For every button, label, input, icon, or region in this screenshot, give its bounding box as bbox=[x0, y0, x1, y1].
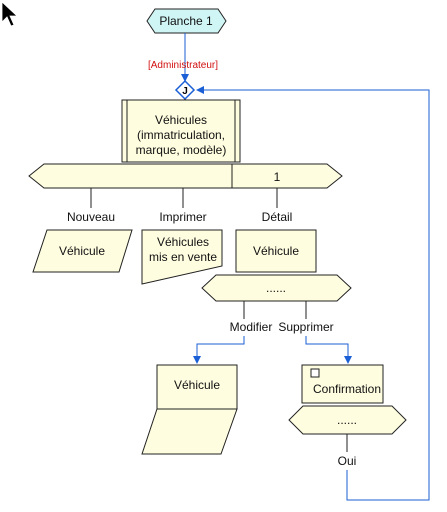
action-print-label[interactable]: Imprimer bbox=[159, 210, 206, 224]
start-node-planche-1[interactable]: Planche 1 bbox=[146, 8, 227, 34]
vehicles-title-line-1: Véhicules bbox=[155, 113, 207, 127]
detail-vehicle-label: Véhicule bbox=[253, 244, 299, 258]
report-label-line-2: mis en vente bbox=[149, 250, 217, 264]
new-vehicle-form[interactable]: Véhicule bbox=[32, 229, 133, 273]
checkbox-icon bbox=[310, 368, 320, 378]
cursor-arrow-icon bbox=[1, 1, 19, 27]
vehicles-list-screen[interactable]: Véhicules (immatriculation, marque, modè… bbox=[121, 99, 241, 163]
modify-vehicle-form[interactable]: Véhicule bbox=[141, 364, 238, 455]
start-node-label: Planche 1 bbox=[159, 14, 213, 28]
action-delete-label[interactable]: Supprimer bbox=[278, 320, 333, 334]
confirmation-action-bar[interactable]: ...... bbox=[288, 405, 407, 435]
action-new-label[interactable]: Nouveau bbox=[67, 210, 115, 224]
report-label-line-1: Véhicules bbox=[157, 235, 209, 249]
junction-label: J bbox=[182, 86, 188, 97]
detail-action-bar[interactable]: ...... bbox=[201, 274, 352, 302]
role-label: [Administrateur] bbox=[148, 60, 218, 71]
confirmation-label: Confirmation bbox=[313, 382, 381, 396]
vehicles-title-line-2: (immatriculation, bbox=[137, 128, 225, 142]
vehicles-for-sale-report[interactable]: Véhicules mis en vente bbox=[141, 229, 223, 285]
action-modify-label[interactable]: Modifier bbox=[230, 320, 273, 334]
vehicles-title-line-3: marque, modèle) bbox=[136, 143, 227, 157]
new-vehicle-label: Véhicule bbox=[59, 244, 105, 258]
junction-node[interactable]: J bbox=[174, 79, 196, 101]
confirmation-dialog[interactable]: Confirmation bbox=[301, 364, 384, 404]
vehicle-detail-screen[interactable]: Véhicule bbox=[235, 229, 317, 273]
confirmation-bar-label: ...... bbox=[337, 413, 357, 427]
action-yes-label[interactable]: Oui bbox=[338, 454, 357, 468]
action-bar-count: 1 bbox=[274, 170, 281, 184]
action-detail-label[interactable]: Détail bbox=[262, 210, 293, 224]
detail-bar-label: ...... bbox=[266, 281, 286, 295]
modify-vehicle-label: Véhicule bbox=[174, 378, 220, 392]
vehicles-action-bar[interactable]: 1 bbox=[28, 163, 343, 189]
edge-yes-loop-to-junction bbox=[196, 86, 430, 501]
edge-modify-to-form bbox=[193, 336, 245, 364]
edge-delete-to-confirmation bbox=[305, 336, 352, 364]
